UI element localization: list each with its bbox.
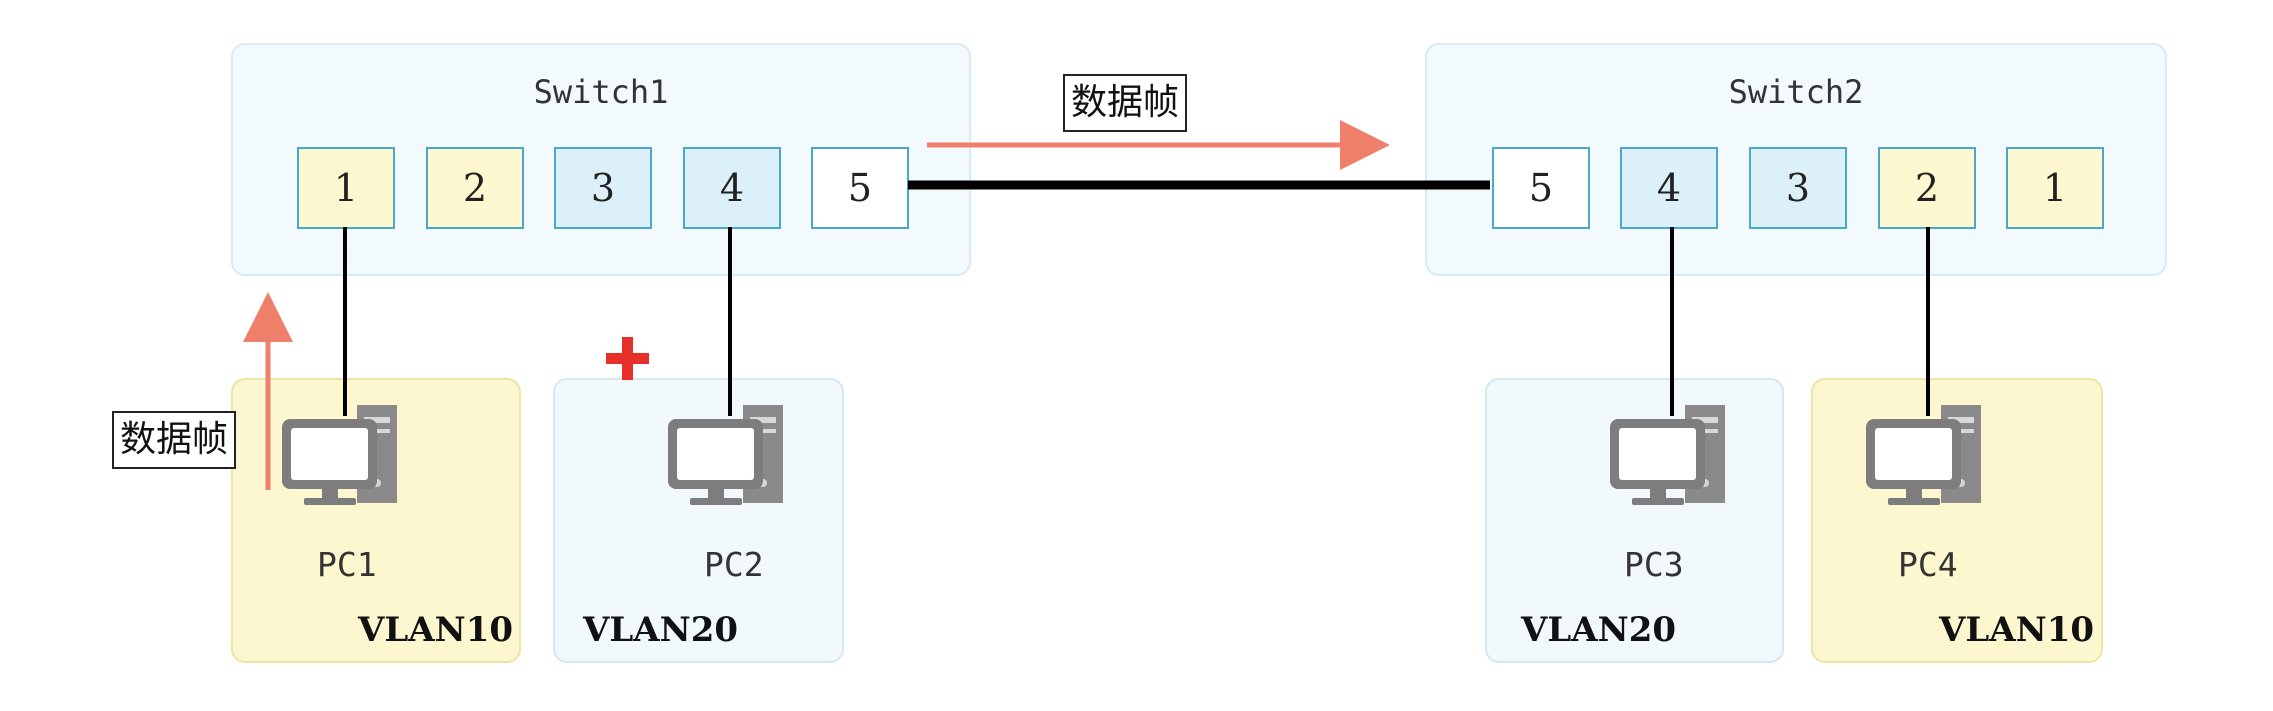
switch1-box: Switch1 1 2 3 4 5 — [231, 43, 971, 276]
pc2-desktop-computer-icon — [668, 405, 783, 505]
switch2-port-5[interactable]: 5 — [1492, 147, 1590, 229]
switch2-port-1[interactable]: 1 — [2006, 147, 2104, 229]
pc1-desktop-computer-icon — [282, 405, 397, 505]
trunk-frame-label: 数据帧 — [1063, 74, 1188, 132]
pc3-vlan-label: VLAN20 — [1521, 610, 1677, 650]
pc4-vlan-label: VLAN10 — [1939, 610, 2095, 650]
switch2-box: Switch2 5 4 3 2 1 — [1425, 43, 2167, 276]
pc4-label: PC4 — [1898, 545, 1958, 584]
switch2-port-4[interactable]: 4 — [1620, 147, 1718, 229]
pc1-vlan-label: VLAN10 — [358, 610, 514, 650]
switch2-title: Switch2 — [1728, 73, 1864, 111]
red-cross-icon — [606, 337, 649, 380]
pc2-vlan-label: VLAN20 — [583, 610, 739, 650]
switch1-port-3[interactable]: 3 — [554, 147, 652, 229]
pc4-desktop-computer-icon — [1866, 405, 1981, 505]
pc2-label: PC2 — [704, 545, 764, 584]
pc1-frame-label: 数据帧 — [112, 411, 237, 469]
switch1-port-4[interactable]: 4 — [683, 147, 781, 229]
pc3-desktop-computer-icon — [1610, 405, 1725, 505]
switch1-title: Switch1 — [533, 73, 669, 111]
pc1-label: PC1 — [317, 545, 377, 584]
switch1-port-5[interactable]: 5 — [811, 147, 909, 229]
switch1-port-2[interactable]: 2 — [426, 147, 524, 229]
switch2-port-3[interactable]: 3 — [1749, 147, 1847, 229]
pc3-label: PC3 — [1624, 545, 1684, 584]
